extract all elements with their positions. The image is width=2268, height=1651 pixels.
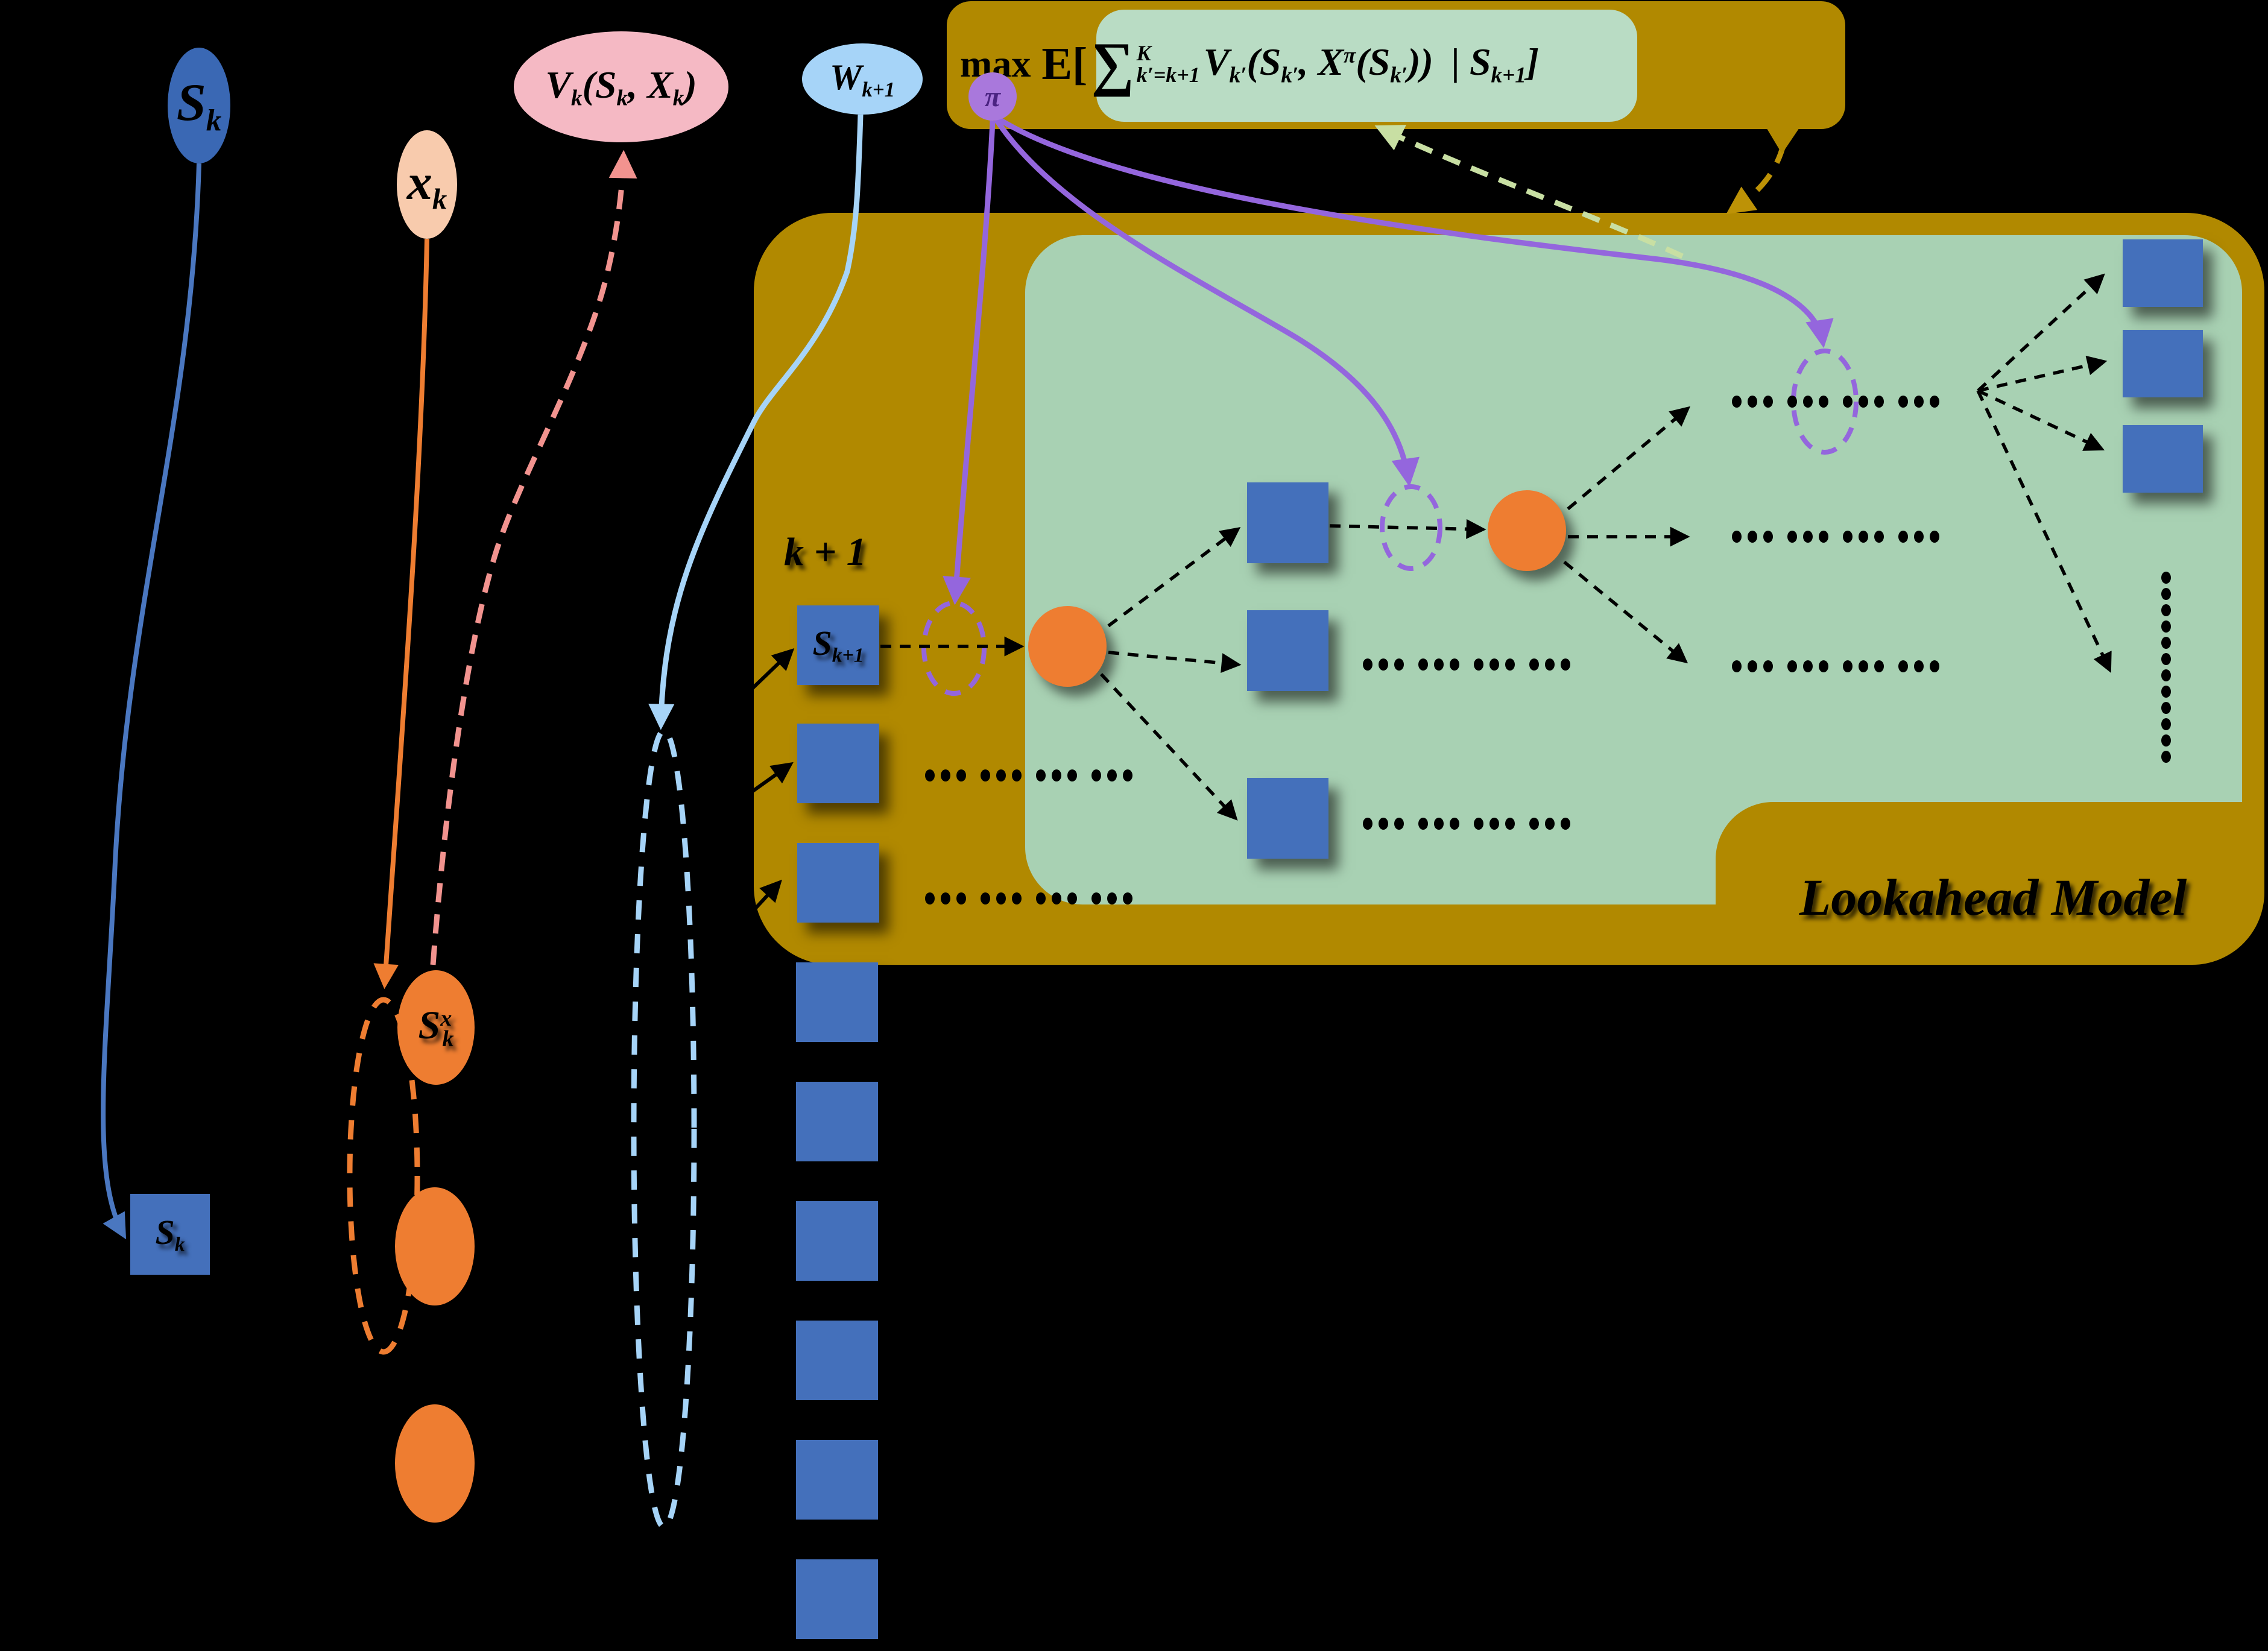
expectation-symbol: E[ — [1041, 38, 1088, 89]
xk-decision-node: xk — [397, 130, 457, 239]
pi-node-label: π — [984, 80, 1001, 113]
formula-to-lookahead-dashed-arrow — [1726, 142, 1787, 215]
state-square — [796, 1559, 878, 1639]
state-square — [797, 724, 879, 803]
state-square — [796, 1082, 878, 1161]
xk-node-label: xk — [406, 154, 447, 216]
state-square — [1247, 482, 1328, 563]
sum-symbol-group: ∑ K k′=k+1 — [1091, 30, 1200, 97]
decision-node-2 — [1488, 490, 1566, 571]
fan-edge-1 — [1977, 273, 2105, 393]
lookahead-label-tab — [1716, 802, 2264, 965]
state-square — [1247, 778, 1328, 859]
lookahead-model-label: Lookahead Model — [1746, 867, 2240, 927]
decision-node-1 — [1028, 606, 1107, 687]
pi-to-ellipse3-curve — [996, 116, 1834, 349]
sum-body: Vk′(Sk′, Xπ(Sk′)) — [1203, 40, 1433, 88]
stage-k1-text: k + 1 — [784, 530, 867, 574]
tree-edge-node1-down — [1099, 673, 1238, 821]
state-square — [796, 962, 878, 1042]
stage-k1-label: k + 1 — [784, 529, 923, 575]
ellipsis-dots — [925, 396, 2171, 904]
sample-arrow-3 — [725, 879, 782, 941]
tree-edge-node2-down — [1563, 560, 1688, 664]
state-square — [2123, 330, 2203, 397]
state-square — [796, 1321, 878, 1400]
sk1-state-square: Sk+1 — [797, 605, 879, 685]
state-square — [2123, 425, 2203, 493]
skx-to-vk-dashed-line — [430, 150, 637, 965]
state-square — [2123, 239, 2203, 307]
lookahead-model-text: Lookahead Model — [1799, 868, 2187, 926]
tree-to-formula-dashed-arrow — [1374, 125, 1684, 259]
state-square — [1247, 610, 1328, 691]
pi-policy-node: π — [968, 72, 1017, 121]
pi-to-ellipse1-curve — [943, 120, 996, 605]
policy-ellipse-2 — [1380, 484, 1442, 571]
objective-formula: max E[ ∑ K k′=k+1 Vk′(Sk′, Xπ(Sk′)) | Sk… — [960, 13, 1840, 115]
vk-value-node: Vk(Sk, Xk) — [514, 31, 728, 142]
state-square — [797, 843, 879, 923]
vk-node-label: Vk(Sk, Xk) — [545, 63, 697, 111]
pi-to-ellipse2-curve — [994, 118, 1420, 487]
tree-edge-node2-up — [1567, 406, 1691, 511]
sample-arrow-1 — [719, 648, 795, 721]
sum-upper-limit: K — [1136, 41, 1151, 65]
noise-sample-ellipse — [631, 728, 697, 1530]
tree-edge-sq-to-node2 — [1329, 519, 1486, 539]
action-sample-node — [395, 1404, 475, 1523]
policy-ellipse-1 — [921, 601, 987, 696]
sum-symbol: ∑ — [1091, 30, 1134, 97]
action-sample-ellipse — [347, 997, 420, 1355]
sk-square-label: Sk — [155, 1213, 185, 1256]
conditional-term: | Sk+1] — [1451, 40, 1540, 88]
skx-postdecision-node: Sxk — [397, 970, 475, 1085]
w-node-label: Wk+1 — [830, 57, 895, 101]
sk-state-square: Sk — [130, 1194, 210, 1275]
w-to-ellipse-line — [648, 114, 864, 730]
formula-bubble-tail — [1762, 121, 1804, 154]
w-noise-node: Wk+1 — [802, 43, 923, 115]
fan-edge-2 — [1977, 355, 2108, 393]
skx-node-label: Sxk — [418, 1003, 454, 1052]
tree-edge-node1-up — [1107, 527, 1241, 628]
xk-to-ellipse-line — [373, 238, 429, 990]
sk-node-label: Sk — [176, 74, 222, 138]
sample-arrow-2 — [719, 762, 794, 816]
sum-lower-limit: k′=k+1 — [1136, 63, 1200, 87]
tree-edge-node1-mid — [1108, 651, 1242, 673]
state-square — [796, 1201, 878, 1281]
fan-edge-3 — [1977, 389, 2105, 451]
fan-edge-4 — [1976, 390, 2112, 673]
sk-to-square-line — [101, 163, 201, 1240]
sk1-square-label: Sk+1 — [812, 623, 864, 667]
sk-state-node: Sk — [168, 48, 230, 163]
objective-sum-highlight — [1096, 10, 1637, 122]
state-square — [796, 1440, 878, 1520]
action-sample-node — [395, 1187, 475, 1305]
scenario-tree-panel — [1025, 235, 2242, 904]
policy-ellipse-3 — [1791, 349, 1859, 455]
